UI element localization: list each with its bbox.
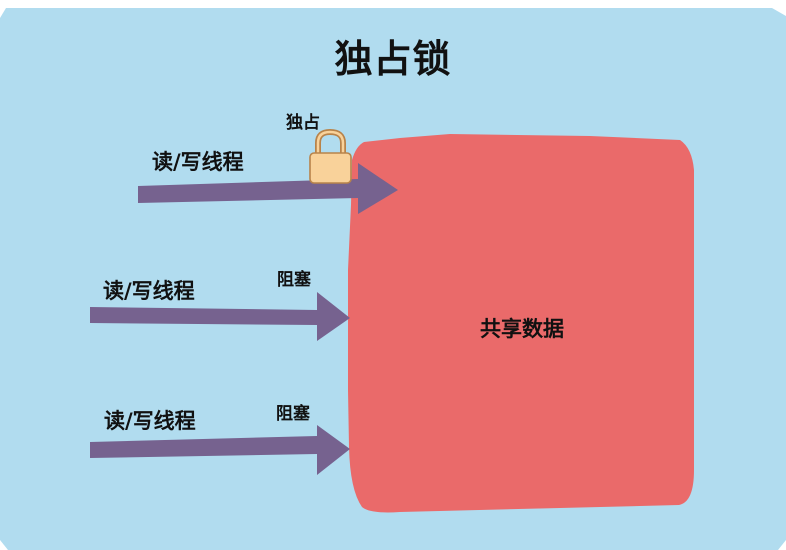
thread-1-state: 独占	[286, 113, 320, 133]
thread-arrow-2	[90, 292, 350, 341]
shared-data-label: 共享数据	[480, 317, 564, 341]
thread-arrow-3	[90, 425, 350, 475]
thread-3-state: 阻塞	[276, 404, 310, 424]
lock-icon	[309, 128, 352, 184]
thread-2-state: 阻塞	[277, 270, 311, 290]
thread-3-label: 读/写线程	[104, 409, 196, 433]
thread-1-label: 读/写线程	[152, 150, 244, 174]
thread-2-label: 读/写线程	[103, 279, 195, 303]
page-title: 独占锁	[334, 37, 452, 81]
shared-data-block	[348, 134, 694, 513]
thread-arrow-1	[138, 163, 398, 214]
